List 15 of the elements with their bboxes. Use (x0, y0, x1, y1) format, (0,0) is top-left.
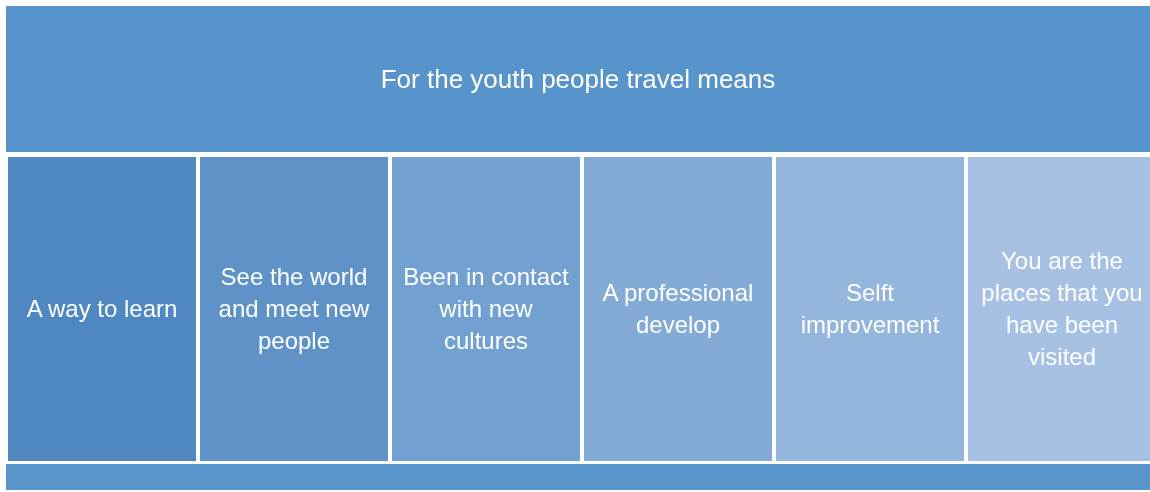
footer-bar (6, 464, 1150, 490)
column-text: Selft improvement (799, 278, 941, 340)
column-box (8, 157, 196, 461)
column-box (584, 157, 772, 461)
column-box (968, 157, 1150, 461)
header-text: For the youth people travel means (380, 62, 776, 96)
column-text: A way to learn (26, 294, 178, 325)
column-box (776, 157, 964, 461)
column-box (392, 157, 580, 461)
column-text: A professional develop (601, 278, 755, 340)
header-band (6, 6, 1150, 152)
column-text: You are the places that you have been visited (980, 246, 1144, 372)
column-box (200, 157, 388, 461)
column-text: See the world and meet new people (217, 262, 371, 356)
column-text: Been in contact with new cultures (402, 262, 570, 356)
